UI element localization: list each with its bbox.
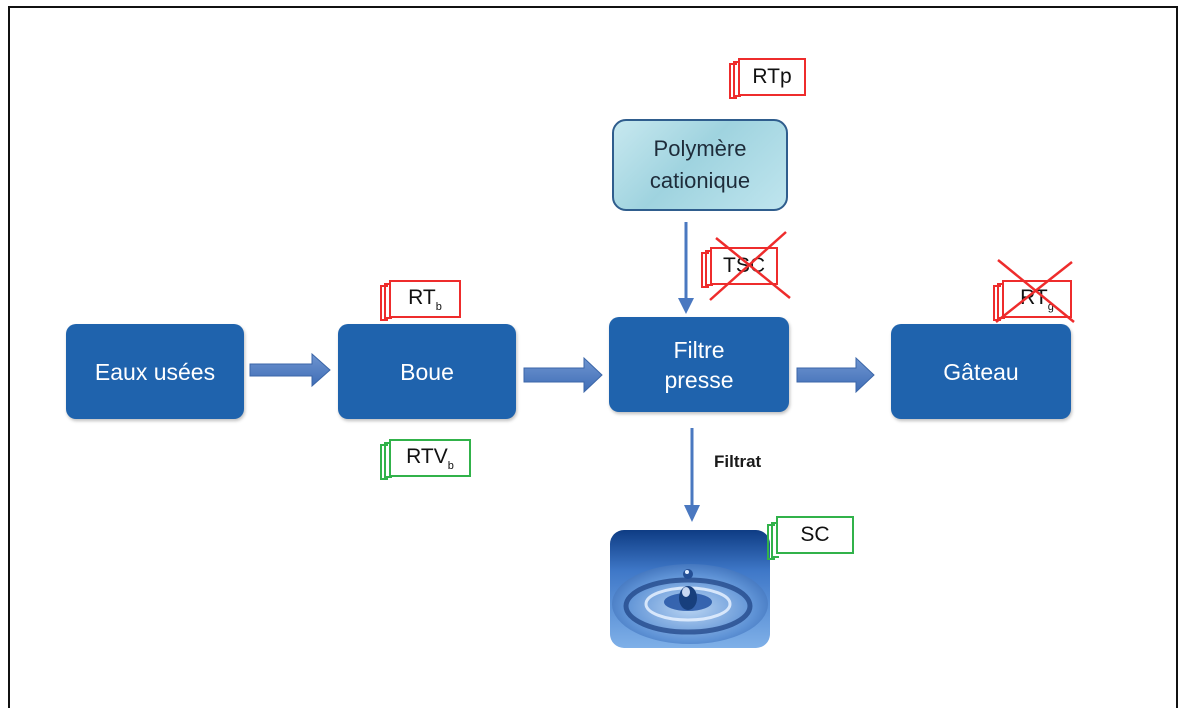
arrow-eaux-to-boue (249, 352, 331, 388)
node-filtre-presse-label-2: presse (664, 366, 734, 393)
filtrat-water-image (610, 530, 770, 648)
tag-rtvb-label: RTVb (406, 445, 454, 472)
node-polymere-label-1: Polymère (653, 136, 747, 161)
cross-rtg-icon (995, 259, 1075, 323)
tag-rtg-label: RTg (1020, 286, 1054, 313)
tag-rtp: RTp (738, 58, 806, 96)
node-gateau-label: Gâteau (943, 358, 1019, 385)
tag-rtb-label: RTb (408, 286, 442, 313)
tag-rtb-stack-2 (384, 283, 392, 319)
tag-rtvb-stack-2 (384, 442, 392, 478)
node-eaux-usees-label: Eaux usées (94, 358, 216, 385)
node-gateau: Gâteau (891, 324, 1071, 419)
node-polymere-label-2: cationique (649, 168, 751, 193)
tag-rtb-main: RT (408, 285, 436, 309)
node-filtre-presse-label-1: Filtre (673, 336, 725, 363)
arrow-filtre-to-filtrat-head (684, 505, 700, 522)
arrow-filtre-to-gateau (796, 356, 875, 394)
node-eaux-usees: Eaux usées (66, 324, 244, 419)
tag-rtg-main: RT (1020, 285, 1048, 309)
cross-tsc-icon (709, 231, 791, 301)
tag-sc: SC (776, 516, 854, 554)
arrow-polymer-to-filtre-head (678, 298, 694, 314)
tag-rtb: RTb (389, 280, 461, 318)
tag-rtp-label: RTp (752, 65, 792, 88)
tag-rtp-stack-2 (733, 61, 741, 97)
tag-rtb-sub: b (435, 300, 442, 313)
tag-sc-stack-2 (771, 522, 779, 558)
node-filtre-presse: Filtre presse (609, 317, 789, 412)
tag-rtvb-main: RTV (406, 444, 448, 468)
tag-sc-label: SC (800, 523, 830, 546)
tag-tsc-stack-2 (705, 250, 713, 286)
arrow-boue-to-filtre (523, 356, 603, 394)
tag-rtg-sub: g (1047, 300, 1054, 313)
tag-rtvb: RTVb (389, 439, 471, 477)
node-boue: Boue (338, 324, 516, 419)
tag-rtvb-sub: b (447, 459, 454, 472)
edge-label-filtrat: Filtrat (714, 452, 762, 471)
node-polymere-cationique: Polymère cationique (612, 119, 788, 211)
node-boue-label: Boue (400, 358, 454, 385)
